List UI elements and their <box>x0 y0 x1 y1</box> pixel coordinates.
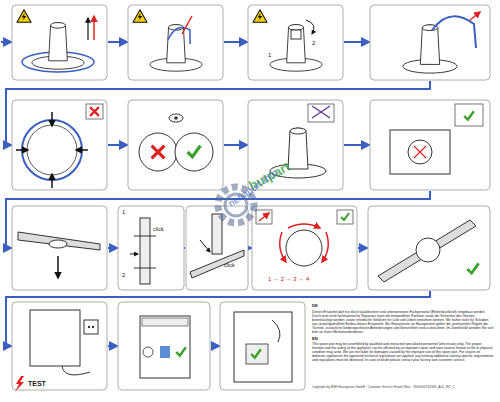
step-panel <box>12 5 490 390</box>
step-illustration <box>17 10 480 73</box>
safety-note: This spare part may be assembled by qual… <box>312 342 494 362</box>
step-illustration <box>18 210 479 284</box>
callout-number: 2 <box>122 272 125 279</box>
click-note: click <box>224 262 235 269</box>
step-illustration <box>16 104 483 188</box>
sequence-note: 1 → 2 → 3 → 4 <box>268 276 309 283</box>
copyright-note: Copyright by BSH Hausgeräte GmbH · Custo… <box>312 386 496 390</box>
click-note: click <box>153 226 164 233</box>
flow-arrow <box>1 42 430 346</box>
callout-number: 2 <box>312 40 315 47</box>
callout-number: 1 <box>268 52 271 59</box>
language-code: EN <box>312 336 494 341</box>
watermark: netiapart.info <box>226 167 280 210</box>
safety-note: Dieses Ersatzteil darf nur durch qualifi… <box>312 310 494 334</box>
language-code: DE <box>312 303 494 308</box>
callout-number: 1 <box>122 209 125 216</box>
step-illustration <box>15 310 292 392</box>
test-label: TEST <box>28 380 46 388</box>
